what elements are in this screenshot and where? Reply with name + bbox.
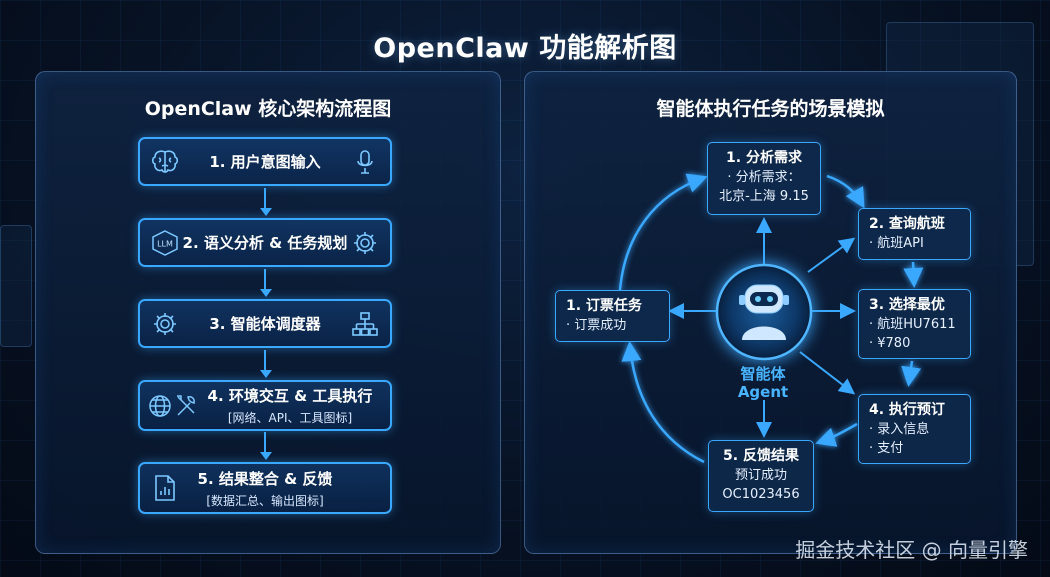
step-sublabel: [网络、API、工具图标] [227,411,353,425]
node-title: 5. 反馈结果 [723,448,799,464]
node-line: · 航班API [869,236,924,251]
node-title: 4. 执行预订 [869,402,945,418]
node-line: · ¥780 [869,336,911,351]
node-line: 预订成功 [734,468,787,483]
flow-arrow [260,188,272,216]
agent-arrow [807,237,856,273]
step-label: 4. 环境交互 & 工具执行 [207,387,373,405]
agent-label: 智能体 Agent [719,365,807,401]
cycle-arrow [901,360,922,387]
step-intent-input: 1. 用户意图输入 [138,137,392,186]
architecture-panel-title: OpenClaw 核心架构流程图 [144,98,392,120]
globe-tools-icon [147,382,201,429]
node-book: 4. 执行预订 · 录入信息 · 支付 [858,394,971,464]
brain-icon [147,139,183,184]
step-label: 3. 智能体调度器 [209,315,321,333]
step-label: 5. 结果整合 & 反馈 [197,469,333,488]
gear-icon [147,301,183,346]
step-sublabel: [数据汇总、输出图标] [206,493,324,508]
microphone-icon [347,139,383,184]
gear-icon [347,220,383,265]
background-window-left [0,225,32,347]
node-feedback: 5. 反馈结果 预订成功 OC1023456 [708,440,814,512]
node-line: · 支付 [869,441,904,456]
architecture-panel: OpenClaw 核心架构流程图 1. 用户意图输入 LLM 2. 语义分 [35,71,501,554]
document-chart-icon [147,464,183,512]
step-semantic-planning: LLM 2. 语义分析 & 任务规划 [138,218,392,267]
node-analyze: 1. 分析需求 · 分析需求： 北京-上海 9.15 [707,142,821,215]
step-result-feedback: 5. 结果整合 & 反馈 [数据汇总、输出图标] [138,462,392,514]
step-label: 2. 语义分析 & 任务规划 [182,234,348,252]
step-label: 1. 用户意图输入 [209,153,321,171]
flow-arrow [260,432,272,460]
node-line: · 分析需求： [727,170,801,185]
node-line: · 航班HU7611 [869,317,956,332]
node-title: 1. 分析需求 [726,150,802,166]
agent-name-en: Agent [737,383,789,401]
step-agent-scheduler: 3. 智能体调度器 [138,299,392,348]
node-title: 3. 选择最优 [869,297,945,313]
watermark: 掘金技术社区 @ 向量引擎 [795,538,1028,562]
step-environment-tools: 4. 环境交互 & 工具执行 [网络、API、工具图标] [138,380,392,431]
node-line: 北京-上海 9.15 [719,189,809,204]
node-query: 2. 查询航班 · 航班API [858,208,971,260]
node-title: 2. 查询航班 [869,216,945,232]
llm-icon: LLM [147,220,183,265]
robot-icon [739,284,789,340]
agent-name: 智能体 [740,365,786,383]
cycle-arrow [621,341,705,464]
page-title: OpenClaw 功能解析图 [373,33,677,64]
node-line: OC1023456 [722,487,800,502]
node-select: 3. 选择最优 · 航班HU7611 · ¥780 [858,289,971,359]
flow-arrow [260,350,272,378]
agent-arrow [799,351,856,395]
scenario-panel-title: 智能体执行任务的场景模拟 [656,98,885,120]
cycle-arrow [815,422,858,447]
llm-badge-text: LLM [157,239,173,248]
flow-arrow [260,269,272,297]
cycle-arrow [826,174,865,209]
node-line: · 录入信息 [869,422,930,437]
node-line: · 订票成功 [566,318,627,333]
cycle-arrow [618,173,708,291]
node-title: 1. 订票任务 [566,298,642,314]
hierarchy-icon [347,301,383,346]
node-ticket: 1. 订票任务 · 订票成功 [555,290,670,342]
cycle-arrow [903,261,924,288]
